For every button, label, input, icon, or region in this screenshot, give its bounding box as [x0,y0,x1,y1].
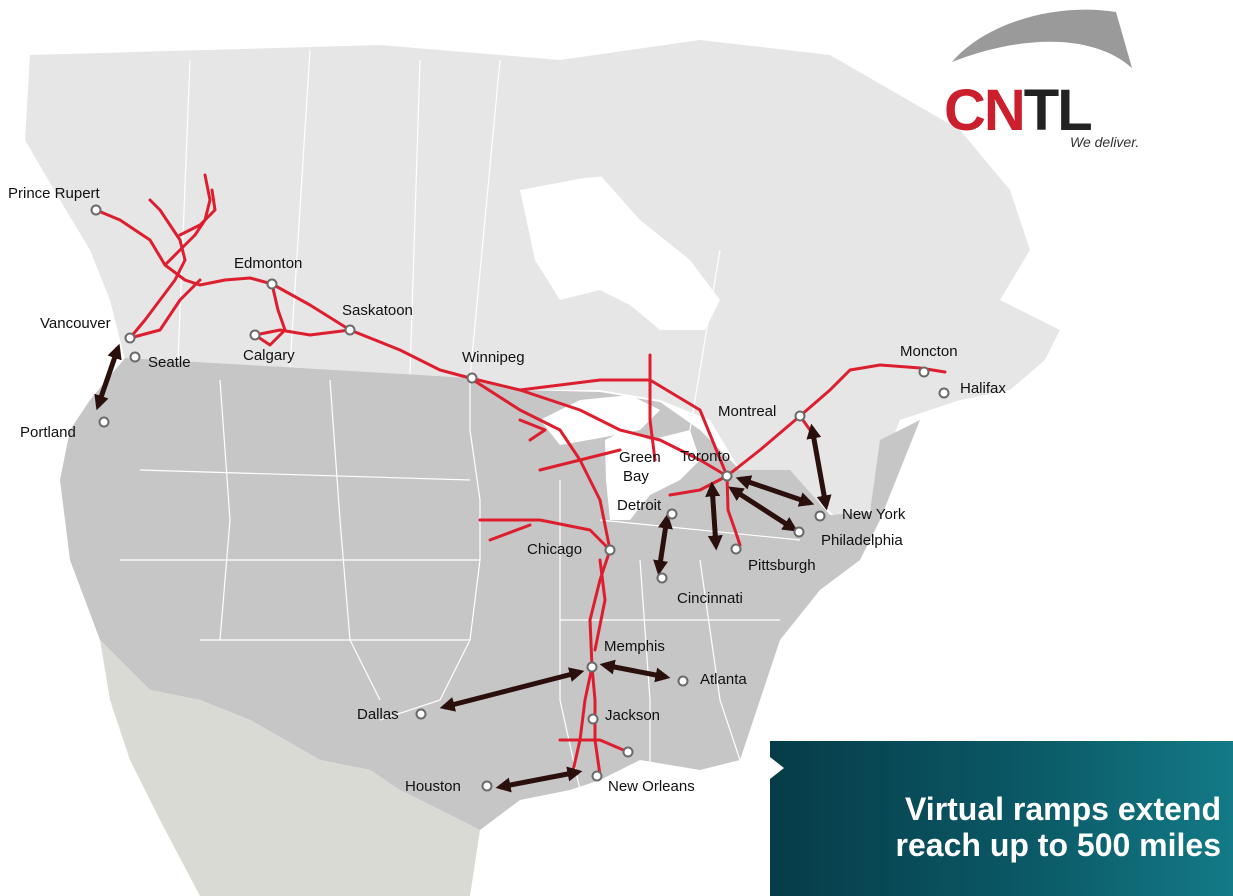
terminal-calgary [249,329,261,341]
label-seatle: Seatle [148,354,191,371]
callout-notch [770,757,784,779]
terminal-winnipeg [466,372,478,384]
callout-text: Virtual ramps extend reach up to 500 mil… [896,791,1221,863]
terminal-portland [98,416,110,428]
label-montreal: Montreal [718,403,776,420]
label-vancouver: Vancouver [40,315,111,332]
label-atlanta: Atlanta [700,671,747,688]
label-new-york: New York [842,506,906,523]
label-saskatoon: Saskatoon [342,302,413,319]
label-philadelphia: Philadelphia [821,532,903,549]
terminal-halifax [938,387,950,399]
terminal-gulf [622,746,634,758]
terminal-prince-rupert [90,204,102,216]
terminal-cincinnati [656,572,668,584]
terminal-atlanta [677,675,689,687]
terminal-dallas [415,708,427,720]
virtual-ramps [94,343,832,793]
terminal-pittsburgh [730,543,742,555]
terminal-detroit [666,508,678,520]
terminal-vancouver [124,332,136,344]
logo-swoosh-icon [952,9,1132,68]
callout-line-2: reach up to 500 miles [895,827,1221,863]
label-new-orleans: New Orleans [608,778,695,795]
terminal-toronto [721,470,733,482]
cntl-logo: CNTL We deliver. [944,4,1144,154]
callout-line-1: Virtual ramps extend [905,791,1221,827]
usa-landmass [60,358,920,830]
label-dallas: Dallas [357,706,399,723]
political-borders [120,49,801,791]
label-green: Green [619,449,661,466]
label-prince-rupert: Prince Rupert [8,185,101,202]
terminal-new-york [814,510,826,522]
logo-tagline: We deliver. [1070,134,1140,150]
label-toronto: Toronto [680,448,730,465]
label-calgary: Calgary [243,347,295,364]
label-houston: Houston [405,778,461,795]
label-detroit: Detroit [617,497,662,514]
terminals [90,204,950,792]
logo-wordmark: CNTL [944,82,1093,140]
mexico-landmass [100,640,480,896]
canada-landmass [25,40,1060,520]
terminal-jackson [587,713,599,725]
label-winnipeg: Winnipeg [462,349,525,366]
terminal-saskatoon [344,324,356,336]
cn-rail-network [94,173,947,777]
logo-prefix: CN [944,78,1026,143]
terminal-new-orleans [591,770,603,782]
label-pittsburgh: Pittsburgh [748,557,816,574]
terminal-edmonton [266,278,278,290]
label-portland: Portland [20,424,76,441]
terminal-memphis [586,661,598,673]
label-edmonton: Edmonton [234,255,302,272]
arctic-islands [520,100,660,180]
label-chicago: Chicago [527,541,582,558]
callout-box: Virtual ramps extend reach up to 500 mil… [770,741,1233,896]
terminal-moncton [918,366,930,378]
label-memphis: Memphis [604,638,665,655]
terminal-montreal [794,410,806,422]
terminal-houston [481,780,493,792]
terminal-seatle [129,351,141,363]
label-cincinnati: Cincinnati [677,590,743,607]
lake-michigan-huron [605,430,700,520]
terminal-philadelphia [793,526,805,538]
label-jackson: Jackson [605,707,660,724]
terminal-chicago [604,544,616,556]
logo-suffix: TL [1023,78,1093,143]
label-bay: Bay [623,468,649,485]
label-halifax: Halifax [960,380,1006,397]
hudson-bay [520,175,720,330]
city-labels: Prince Rupert Edmonton Saskatoon Vancouv… [8,185,1006,795]
label-moncton: Moncton [900,343,958,360]
